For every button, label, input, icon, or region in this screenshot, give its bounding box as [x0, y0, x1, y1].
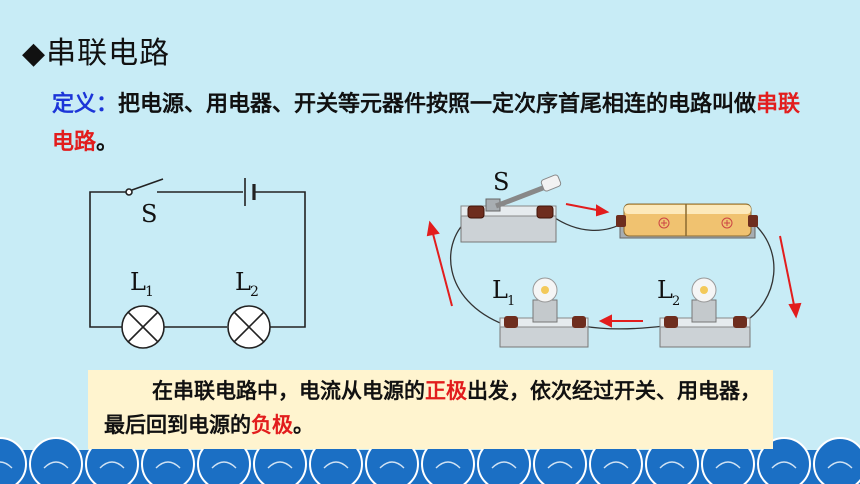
schematic-lamp2-subscript: 2	[250, 284, 259, 300]
note-positive-terminal: 正极	[425, 378, 467, 403]
wave-decoration	[0, 437, 860, 484]
lamp1-illustration	[499, 277, 589, 348]
battery-holder-illustration	[616, 203, 758, 239]
illustration-switch-label: S	[493, 168, 509, 196]
definition-label: 定义：	[52, 92, 119, 117]
schematic-lamp1-subscript: 1	[145, 284, 154, 300]
lamp2-symbol	[227, 305, 271, 349]
note-text-1: 在串联电路中，电流从电源的	[152, 378, 425, 403]
summary-note: 在串联电路中，电流从电源的正极出发，依次经过开关、用电器，最后回到电源的负极。	[88, 370, 773, 449]
lamp1-symbol	[121, 305, 165, 349]
schematic-switch-label: S	[141, 200, 157, 228]
definition-highlight: 串联电路	[52, 92, 801, 155]
lamp2-illustration	[659, 277, 751, 348]
definition-paragraph: 定义：把电源、用电器、开关等元器件按照一定次序首尾相连的电路叫做串联电路。	[52, 86, 822, 162]
switch-lever	[131, 178, 164, 191]
current-direction-arrows	[426, 203, 802, 328]
schematic-wire	[89, 191, 126, 328]
definition-text: 把电源、用电器、开关等元器件按照一定次序首尾相连的电路叫做	[118, 92, 757, 117]
current-arrow-up-icon	[431, 229, 453, 307]
schematic-lamp2-label: L	[235, 268, 251, 296]
note-negative-terminal: 负极	[251, 412, 293, 437]
note-text-3: 。	[293, 412, 314, 437]
illustration-lamp1-subscript: 1	[507, 294, 515, 309]
slide-heading-text: 串联电路	[46, 36, 171, 71]
illustration-lamp2-label: L	[657, 276, 673, 304]
series-circuit-illustration: S L 1 L 2	[426, 168, 802, 348]
note-text-2: 出发，依次经过开关、用电器，最后回到电源的	[104, 378, 761, 437]
illustration-lamp2-subscript: 2	[672, 294, 680, 309]
diamond-bullet-icon: ◆	[22, 36, 47, 71]
illustration-lamp1-label: L	[492, 276, 508, 304]
current-arrow-down-icon	[779, 235, 796, 311]
switch-contact	[125, 188, 133, 196]
series-circuit-schematic	[89, 178, 306, 349]
knife-switch-illustration	[460, 174, 562, 243]
definition-end: 。	[96, 130, 119, 155]
schematic-lamp1-label: L	[130, 268, 146, 296]
slide-title: ◆串联电路	[22, 28, 170, 72]
schematic-wire	[255, 191, 306, 328]
